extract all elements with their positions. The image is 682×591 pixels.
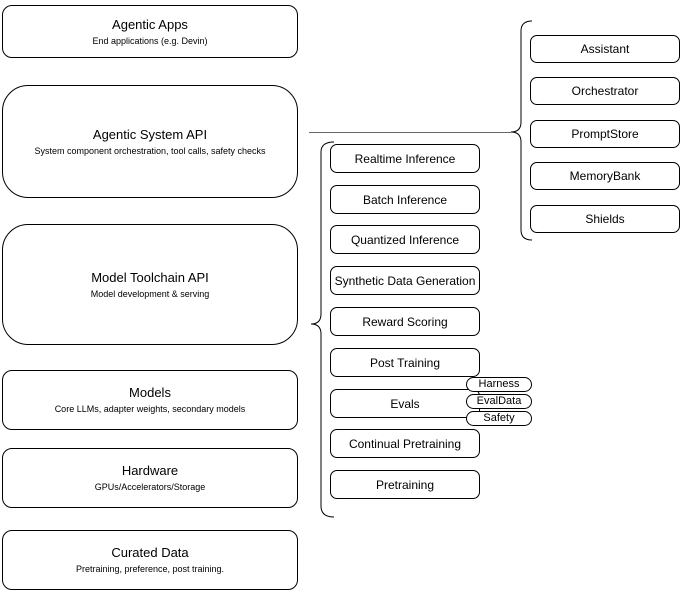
node-title: Agentic System API xyxy=(92,126,208,142)
node-reward-scoring: Reward Scoring xyxy=(330,307,480,336)
node-subtitle: Model development & serving xyxy=(90,288,210,299)
node-title: Curated Data xyxy=(111,545,189,560)
node-quantized-inference: Quantized Inference xyxy=(330,225,480,254)
node-orchestrator: Orchestrator xyxy=(530,77,680,105)
node-assistant: Assistant xyxy=(530,35,680,63)
node-hardware: Hardware GPUs/Accelerators/Storage xyxy=(2,448,298,508)
node-batch-inference: Batch Inference xyxy=(330,185,480,214)
node-title: Hardware xyxy=(121,463,179,478)
node-continual-pretraining: Continual Pretraining xyxy=(330,429,480,458)
node-agentic-apps: Agentic Apps End applications (e.g. Devi… xyxy=(2,5,298,58)
model-toolchain-bracket xyxy=(310,141,335,518)
node-subtitle: GPUs/Accelerators/Storage xyxy=(94,482,206,492)
node-agentic-system-api: Agentic System API System component orch… xyxy=(2,85,298,198)
node-title: Agentic Apps xyxy=(112,16,188,32)
node-promptstore: PromptStore xyxy=(530,120,680,148)
node-models: Models Core LLMs, adapter weights, secon… xyxy=(2,370,298,430)
system-components-bracket xyxy=(510,20,533,241)
node-memorybank: MemoryBank xyxy=(530,162,680,190)
tag-evaldata: EvalData xyxy=(466,394,532,409)
tag-safety: Safety xyxy=(466,411,532,426)
node-synthetic-data-generation: Synthetic Data Generation xyxy=(330,266,480,295)
node-subtitle: System component orchestration, tool cal… xyxy=(34,145,266,156)
node-evals: Evals xyxy=(330,389,480,418)
node-subtitle: Core LLMs, adapter weights, secondary mo… xyxy=(54,404,246,414)
node-title: Model Toolchain API xyxy=(91,269,209,285)
node-subtitle: Pretraining, preference, post training. xyxy=(75,564,225,574)
node-pretraining: Pretraining xyxy=(330,470,480,499)
tag-harness: Harness xyxy=(466,377,532,392)
node-model-toolchain-api: Model Toolchain API Model development & … xyxy=(2,224,298,345)
node-subtitle: End applications (e.g. Devin) xyxy=(92,35,208,46)
node-realtime-inference: Realtime Inference xyxy=(330,144,480,173)
node-shields: Shields xyxy=(530,205,680,233)
node-title: Models xyxy=(129,385,171,400)
node-post-training: Post Training xyxy=(330,348,480,377)
node-curated-data: Curated Data Pretraining, preference, po… xyxy=(2,530,298,590)
